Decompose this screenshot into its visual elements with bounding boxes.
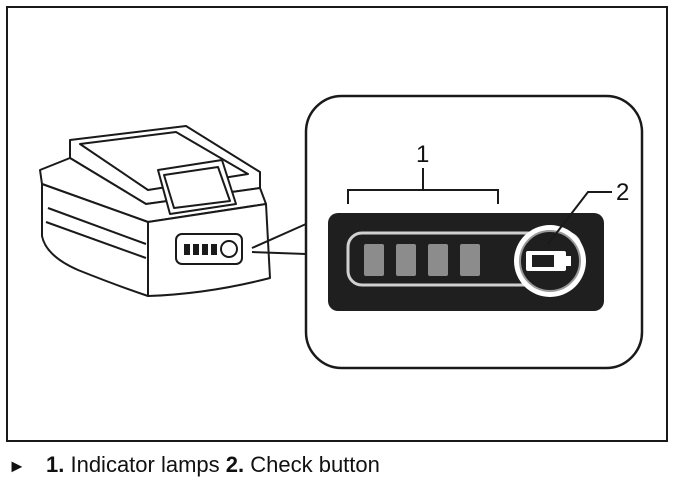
figure-frame: 1 2 — [6, 6, 668, 442]
battery-illustration: 1 2 — [39, 94, 644, 370]
indicator-lamp-2 — [396, 244, 416, 276]
figure-caption: ► 1. Indicator lamps 2. Check button — [8, 450, 668, 480]
check-button[interactable] — [514, 225, 586, 297]
callout-2-leader — [547, 191, 612, 245]
caption-item-2-number: 2. — [225, 452, 245, 477]
caption-item-2-text: Check button — [244, 452, 380, 477]
battery-icon — [526, 251, 571, 271]
battery-control-panel — [175, 233, 243, 265]
caption-item-1-text: Indicator lamps — [64, 452, 226, 477]
callout-2-number: 2 — [616, 179, 629, 206]
indicator-lamp-3 — [428, 244, 448, 276]
callout-1-bracket — [347, 168, 499, 204]
battery-pack — [39, 125, 271, 297]
callout-1-number: 1 — [416, 141, 429, 168]
caption-marker: ► — [8, 456, 26, 476]
zoom-leader — [251, 223, 307, 255]
caption-item-1-number: 1. — [46, 452, 65, 477]
indicator-lamp-4 — [460, 244, 480, 276]
indicator-lamp-1 — [364, 244, 384, 276]
